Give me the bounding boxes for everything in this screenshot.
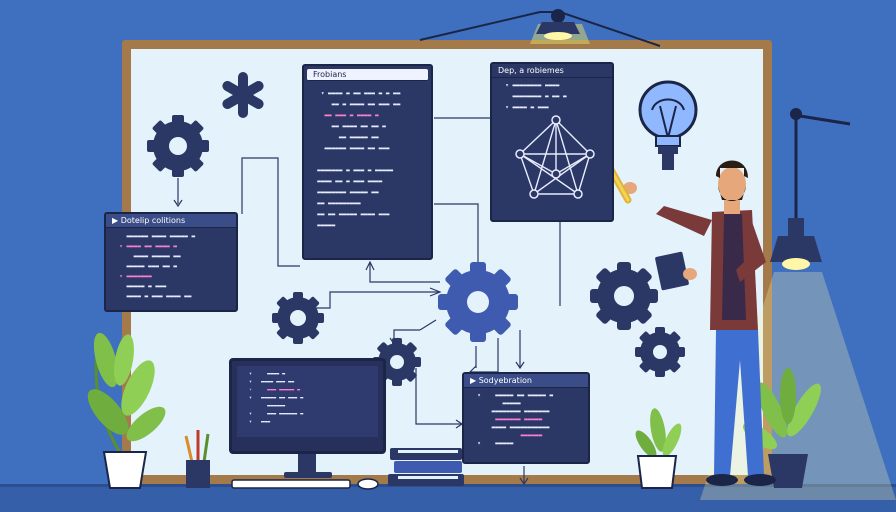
code-line: ▬▬▬▬▬▬▬ ▬▬▬▬▬ [470, 416, 543, 423]
code-lines: ▾ ▬▬▬▬▬▬▬▬ ▬▬▬▬ ▬▬▬▬▬▬▬▬ ▬ ▬▬ ▬ ▾ ▬▬▬▬ ▬… [492, 78, 612, 117]
code-line: ▬▬▬▬▬▬▬▬ ▬▬▬▬▬▬▬ [470, 408, 550, 415]
monitor-icon: ▾ ▬▬▬▬ ▬ ▾ ▬▬▬▬ ▬▬▬ ▬▬ ▾ ▬▬▬ ▬▬▬▬▬ ▬ ▾ ▬… [229, 358, 386, 454]
panel-title-colitions: ▶ Dotelip colitions [106, 214, 236, 228]
monitor-stand [284, 454, 332, 478]
code-line: ▬▬▬▬▬▬▬▬ ▬ ▬▬ ▬ [498, 93, 567, 100]
gear-icon [438, 262, 518, 342]
mouse-icon [357, 478, 379, 490]
code-line: ▬▬ ▬▬▬▬▬ ▬▬ [310, 134, 379, 141]
code-panel-frobians: Frobians ▾ ▬▬▬▬ ▬ ▬▬ ▬▬▬ ▬ ▬ ▬▬ ▬▬ ▬ ▬▬▬… [302, 64, 433, 260]
asterisk-icon [222, 72, 264, 118]
monitor-screen: ▾ ▬▬▬▬ ▬ ▾ ▬▬▬▬ ▬▬▬ ▬▬ ▾ ▬▬▬ ▬▬▬▬▬ ▬ ▾ ▬… [237, 366, 378, 437]
pencil-cup-icon [184, 430, 210, 488]
plant-icon [87, 332, 166, 489]
code-line: ▬▬▬▬ ▬▬ ▬ ▬▬▬ ▬▬▬▬ [310, 178, 383, 185]
person [588, 132, 776, 486]
code-panel-robiemes: Dep, a robiemes ▾ ▬▬▬▬▬▬▬▬ ▬▬▬▬ ▬▬▬▬▬▬▬▬… [490, 62, 614, 222]
gear-icon [590, 262, 658, 330]
code-line: ▬▬▬▬▬▬ ▬▬▬▬ ▬▬ ▬▬▬ [310, 145, 390, 152]
plant-icon [635, 408, 682, 489]
code-line: ▬▬▬▬▬▬ [470, 432, 543, 439]
keyboard-icon [231, 479, 351, 489]
code-line: ▬▬▬▬ ▬▬▬▬▬▬▬▬▬▬▬ [470, 424, 550, 431]
code-line: ▾ ▬▬▬▬▬▬▬ [112, 273, 152, 280]
code-line: ▾ ▬▬▬▬▬ ▬▬ ▬▬▬ ▬ [243, 395, 304, 401]
books-icon [388, 448, 464, 486]
network-graph-icon [515, 115, 595, 199]
code-line: ▬▬▬▬▬▬▬ ▬ ▬▬▬ ▬ ▬▬▬▬▬ [310, 167, 394, 174]
code-line: ▬▬ ▬▬▬▬ ▬▬ ▬▬ ▬ [310, 123, 386, 130]
gear-icon [373, 338, 421, 386]
code-line [310, 154, 425, 165]
code-line: ▾ ▬▬▬▬▬▬▬▬ ▬▬▬▬ [498, 82, 560, 89]
code-lines: ▾ ▬▬▬▬ ▬ ▬▬ ▬▬▬ ▬ ▬ ▬▬ ▬▬ ▬ ▬▬▬▬ ▬▬ ▬▬▬ … [304, 84, 431, 235]
code-line: ▬▬ ▬▬▬▬▬▬▬▬▬ [310, 200, 361, 207]
code-line: ▾ ▬▬▬▬ ▬ [243, 371, 286, 377]
code-lines: ▬▬▬▬▬▬ ▬▬▬▬ ▬▬▬▬▬ ▬ ▾ ▬▬▬▬ ▬▬ ▬▬▬▬ ▬ ▬▬▬… [106, 228, 236, 306]
panel-title-text: Sodyebration [478, 376, 533, 385]
code-line: ▾ ▬▬▬▬ ▬▬▬ ▬▬ [243, 379, 295, 385]
floor [0, 484, 896, 512]
code-line: ▬▬ ▬ ▬▬▬▬ ▬▬ ▬▬▬ ▬▬ [310, 101, 401, 108]
gear-icon [635, 327, 685, 377]
gear-icon [272, 292, 324, 344]
code-line: ▬▬▬▬▬ [470, 400, 521, 407]
code-line: ▾ ▬▬▬▬▬ ▬▬ ▬▬▬▬▬ ▬ [470, 392, 554, 399]
panel-title-text: Dotelip colitions [120, 216, 186, 225]
code-panel-colitions: ▶ Dotelip colitions ▬▬▬▬▬▬ ▬▬▬▬ ▬▬▬▬▬ ▬ … [104, 212, 238, 312]
ceiling-lamp-icon [419, 9, 661, 47]
gear-icon [147, 115, 209, 177]
code-line: ▾ ▬▬▬▬ ▬ ▬▬▬ [498, 104, 549, 111]
code-line: ▬▬▬▬▬ ▬▬▬ ▬▬ ▬ [112, 263, 178, 270]
lightbulb-icon [638, 80, 698, 170]
code-line: ▬▬▬▬▬▬ ▬▬▬▬ ▬▬▬▬▬ ▬ [112, 233, 196, 240]
code-line: ▬▬▬▬ ▬ ▬▬▬ ▬▬▬▬ ▬▬ [112, 293, 192, 300]
code-line: ▬▬▬▬▬ [310, 222, 336, 229]
code-line: ▾ ▬▬▬▬ ▬▬ ▬▬▬▬ ▬ [112, 243, 178, 250]
code-panel-sodyebration: ▶ Sodyebration ▾ ▬▬▬▬▬ ▬▬ ▬▬▬▬▬ ▬ ▬▬▬▬▬ … [462, 372, 590, 464]
code-line: ▾ ▬▬▬▬▬ [470, 440, 514, 447]
panel-title-sodyebration: ▶ Sodyebration [464, 374, 588, 388]
play-icon: ▶ [470, 376, 479, 385]
code-lines: ▾ ▬▬▬▬▬ ▬▬ ▬▬▬▬▬ ▬ ▬▬▬▬▬ ▬▬▬▬▬▬▬▬ ▬▬▬▬▬▬… [464, 388, 588, 452]
code-line: ▬▬▬▬▬▬ [243, 403, 286, 409]
code-line: ▬▬▬▬▬ ▬ ▬▬▬ [112, 283, 167, 290]
code-line: ▾ ▬▬▬▬ ▬ ▬▬ ▬▬▬ ▬ ▬ ▬▬ [310, 90, 401, 97]
code-line: ▬▬ ▬▬ ▬▬▬▬▬ ▬▬▬▬ ▬▬▬ [310, 211, 390, 218]
code-line: ▾ ▬▬▬ ▬▬▬▬▬ ▬ [243, 387, 301, 393]
play-icon: ▶ [112, 216, 121, 225]
panel-title-frobians: Frobians [307, 69, 428, 81]
code-line: ▾ ▬▬▬ ▬▬▬▬▬▬ ▬ [243, 411, 304, 417]
code-line: ▾ ▬▬▬ [243, 419, 271, 425]
code-line: ▬▬ ▬▬▬ ▬ ▬▬▬▬ ▬ [310, 112, 379, 119]
code-line: ▬▬▬▬▬▬▬▬ ▬▬▬▬▬ ▬▬ [310, 189, 379, 196]
code-line: ▬▬▬▬ ▬▬▬▬▬ ▬▬ [112, 253, 181, 260]
panel-title-robiemes: Dep, a robiemes [492, 64, 612, 78]
